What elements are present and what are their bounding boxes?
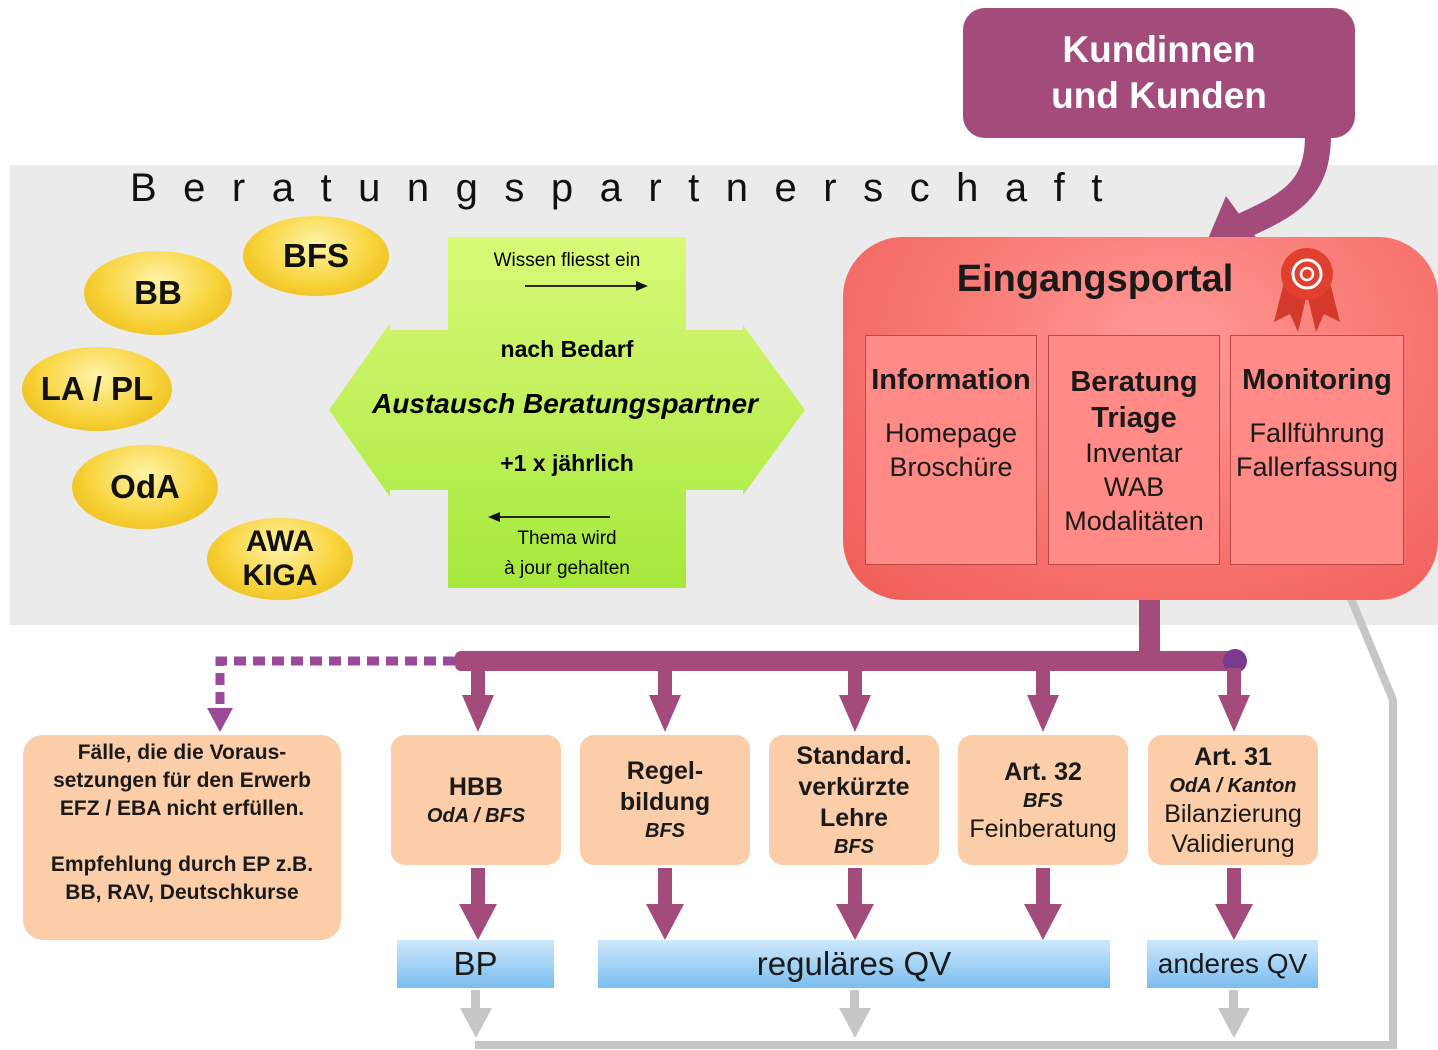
col-item: Fallerfassung: [1235, 452, 1399, 482]
portal-col-beratung: Beratung Triage Inventar WAB Modalitäten: [1048, 335, 1220, 565]
partner-label: AWA: [245, 525, 315, 558]
partnership-title: Beratungspartnerschaft: [130, 166, 1129, 210]
dotted-arrowhead: [207, 708, 233, 732]
exchange-yearly: +1 x jährlich: [500, 450, 634, 476]
path-detail: Validierung: [1171, 829, 1295, 858]
path-provider: OdA / BFS: [426, 804, 526, 827]
col-item: Inventar: [1085, 438, 1183, 468]
partner-label: KIGA: [242, 559, 318, 592]
exchange-main: Austausch Beratungspartner: [372, 388, 758, 419]
path-label: Standard.: [796, 741, 912, 770]
path-label: HBB: [448, 772, 504, 801]
customer-line1: Kundinnen: [1062, 29, 1256, 70]
exchange-top-note: Wissen fliesst ein: [493, 250, 641, 271]
partner-label: BFS: [283, 237, 349, 274]
col-item: Fallführung: [1249, 418, 1385, 448]
distribution-dot: [1223, 649, 1247, 673]
portal-title: Eingangsportal: [956, 258, 1234, 300]
exchange-bottom-note: Thema wird à jour gehalten: [448, 524, 686, 584]
col-heading: Triage: [1091, 402, 1177, 434]
col-heading: Beratung: [1070, 366, 1198, 398]
path-label: Art. 32: [1004, 757, 1082, 786]
distribution-bar: [455, 651, 1238, 671]
path-label: verkürzte: [798, 772, 910, 801]
topic-update-arrowhead: [488, 512, 500, 522]
box-line: BB, RAV, Deutschkurse: [65, 881, 299, 904]
partner-la-pl: LA / PL: [22, 347, 172, 431]
path-label: bildung: [619, 788, 711, 816]
col-heading: Monitoring: [1242, 364, 1392, 396]
box-line: Fälle, die die Voraus-: [77, 741, 287, 764]
outcome-regular-qv: reguläres QV: [598, 940, 1110, 988]
down-arrows-top: [462, 668, 1250, 732]
box-line: EFZ / EBA nicht erfüllen.: [59, 797, 305, 820]
partner-label: BB: [134, 274, 182, 311]
path-hbb: HBB OdA / BFS: [391, 735, 561, 865]
path-label: Lehre: [819, 803, 889, 832]
path-label: Art. 31: [1194, 742, 1272, 771]
path-label: Regel-: [626, 757, 704, 785]
outcome-bp: BP: [397, 940, 554, 988]
ineligible-cases-box: Fälle, die die Voraus- setzungen für den…: [23, 735, 341, 940]
path-art32: Art. 32 BFS Feinberatung: [958, 735, 1128, 865]
partner-awa-kiga: AWA KIGA: [207, 518, 353, 600]
down-arrows-bottom: [459, 868, 1253, 940]
knowledge-in-arrowhead: [636, 281, 648, 291]
box-line: Empfehlung durch EP z.B.: [50, 853, 314, 876]
portal-col-monitoring: Monitoring Fallführung Fallerfassung: [1230, 335, 1404, 565]
path-detail: Bilanzierung: [1164, 799, 1302, 828]
dotted-connector: [215, 656, 455, 710]
path-provider: BFS: [834, 835, 874, 858]
partner-label: OdA: [110, 468, 180, 505]
path-detail: Feinberatung: [969, 814, 1117, 843]
path-art31: Art. 31 OdA / Kanton Bilanzierung Validi…: [1148, 735, 1318, 865]
bottom-note-line: Thema wird: [517, 528, 617, 549]
path-provider: BFS: [645, 820, 685, 842]
bottom-note-line: à jour gehalten: [504, 558, 630, 579]
award-icon: [1274, 248, 1340, 332]
path-standard-shortened: Standard. verkürzte Lehre BFS: [769, 735, 939, 865]
customer-box: Kundinnen und Kunden: [963, 8, 1355, 138]
customer-arrowhead: [1205, 196, 1258, 246]
col-item: Modalitäten: [1064, 506, 1204, 536]
exchange-need: nach Bedarf: [500, 336, 634, 362]
path-regelbildung: Regel- bildung BFS: [580, 735, 750, 865]
partner-bfs: BFS: [243, 216, 389, 296]
box-line: setzungen für den Erwerb: [53, 769, 311, 792]
col-item: Homepage: [884, 418, 1018, 448]
col-heading: Information: [871, 364, 1031, 396]
col-item: WAB: [1103, 472, 1165, 502]
exchange-cross-shape: [329, 237, 805, 588]
customer-arrow: [1232, 134, 1331, 240]
path-provider: OdA / Kanton: [1169, 774, 1297, 797]
col-item: Broschüre: [889, 452, 1013, 482]
partner-bb: BB: [84, 251, 232, 335]
outcome-other-qv: anderes QV: [1147, 940, 1318, 988]
partner-label: LA / PL: [40, 370, 154, 407]
customer-line2: und Kunden: [1051, 75, 1267, 116]
path-provider: BFS: [1023, 789, 1063, 812]
portal-col-information: Information Homepage Broschüre: [865, 335, 1037, 565]
partner-oda: OdA: [72, 445, 218, 529]
